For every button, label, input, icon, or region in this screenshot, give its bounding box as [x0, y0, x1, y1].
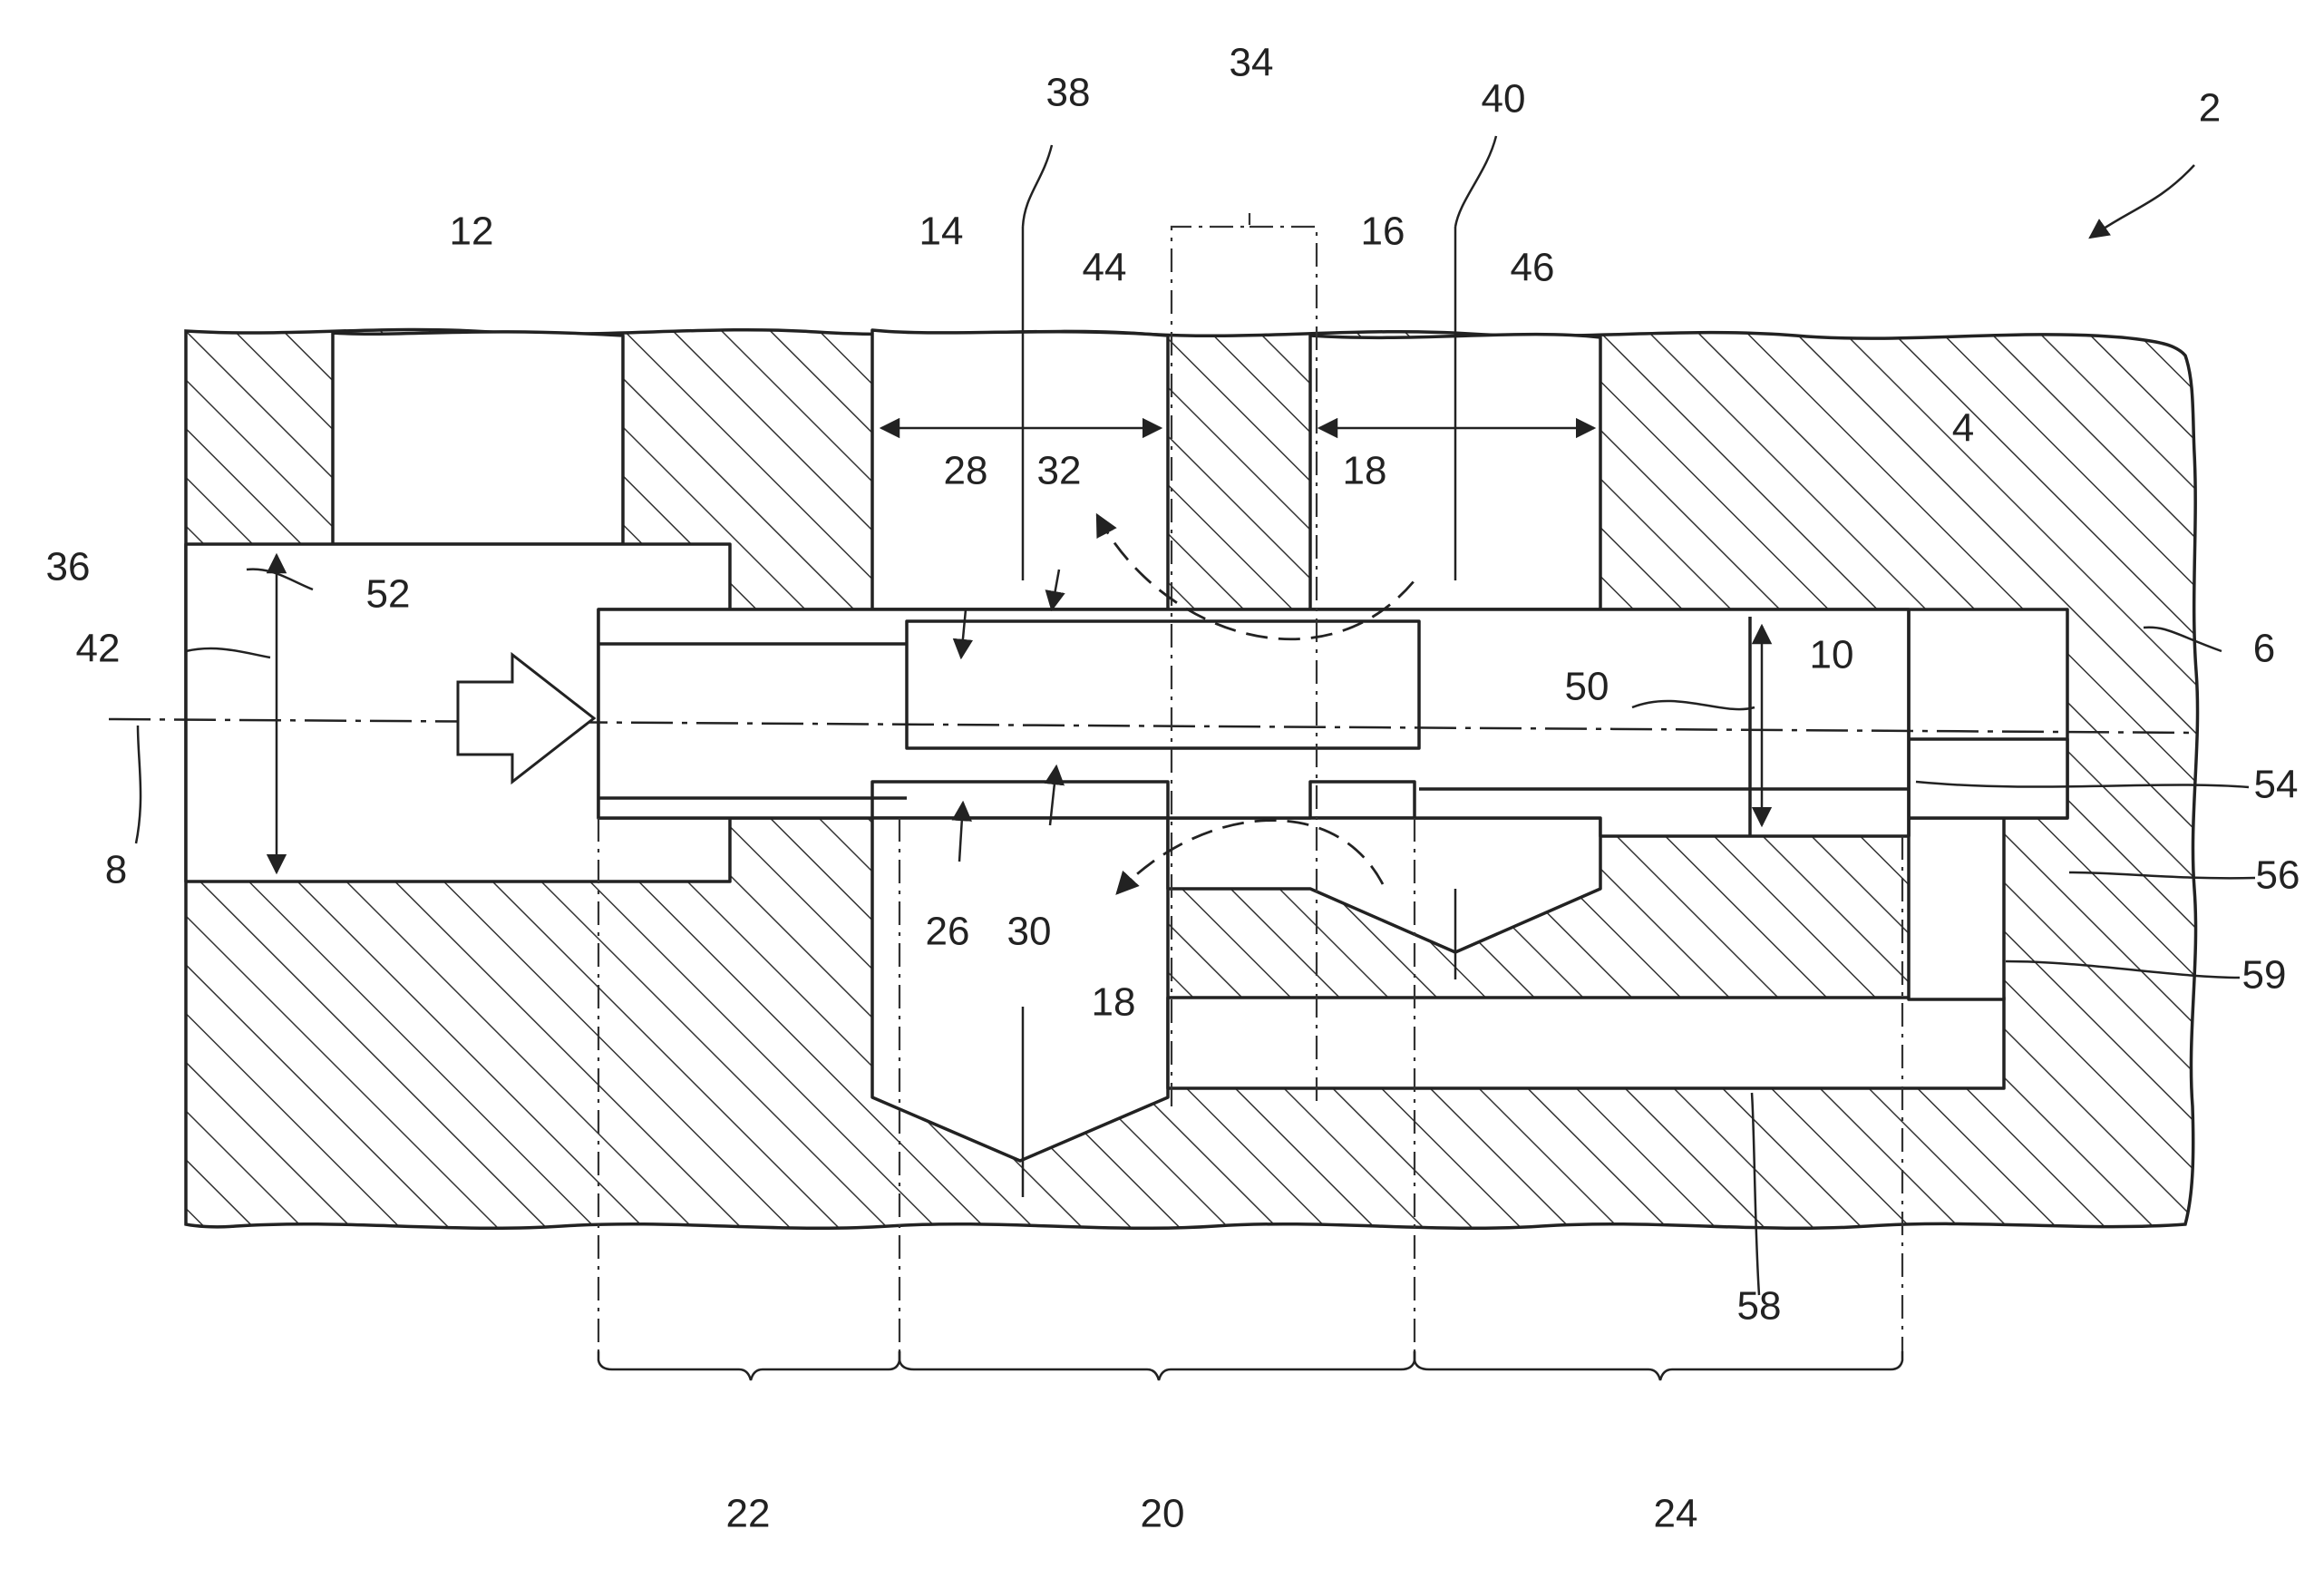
label-44: 44: [1083, 246, 1127, 290]
brace-22: [598, 1351, 899, 1380]
label-12: 12: [450, 209, 494, 254]
channel-58-cavity: [1168, 998, 2004, 1088]
label-16: 16: [1361, 209, 1405, 254]
label-34: 34: [1230, 41, 1274, 85]
label-54: 54: [2254, 763, 2299, 807]
label-4: 4: [1952, 406, 1974, 451]
label-52: 52: [366, 572, 411, 617]
port-14-cavity: [872, 330, 1168, 609]
label-50: 50: [1565, 665, 1609, 709]
label-10: 10: [1810, 633, 1854, 677]
label-40: 40: [1482, 77, 1526, 122]
label-30: 30: [1007, 910, 1052, 954]
label-24: 24: [1654, 1492, 1698, 1536]
brace-24: [1415, 1351, 1902, 1380]
label-32: 32: [1037, 449, 1082, 493]
label-38: 38: [1046, 71, 1091, 115]
brace-20: [899, 1351, 1415, 1380]
chamber-56-cavity: [1909, 739, 2067, 818]
label-56: 56: [2256, 853, 2300, 898]
label-22: 22: [726, 1492, 771, 1536]
label-8: 8: [105, 848, 127, 892]
passage-59-cavity: [1909, 818, 2004, 999]
label-36: 36: [46, 545, 91, 589]
label-42: 42: [76, 627, 121, 671]
label-20: 20: [1141, 1492, 1185, 1536]
port-12-cavity: [333, 332, 623, 544]
label-46: 46: [1511, 246, 1555, 290]
label-18-upper: 18: [1343, 449, 1387, 493]
indicator-2: [2090, 165, 2194, 238]
label-6: 6: [2253, 627, 2275, 671]
label-59: 59: [2242, 953, 2287, 998]
label-58: 58: [1737, 1284, 1782, 1329]
label-26: 26: [926, 910, 970, 954]
label-18-lower: 18: [1092, 980, 1136, 1025]
label-14: 14: [919, 209, 964, 254]
label-2: 2: [2199, 86, 2221, 131]
label-28: 28: [944, 449, 988, 493]
